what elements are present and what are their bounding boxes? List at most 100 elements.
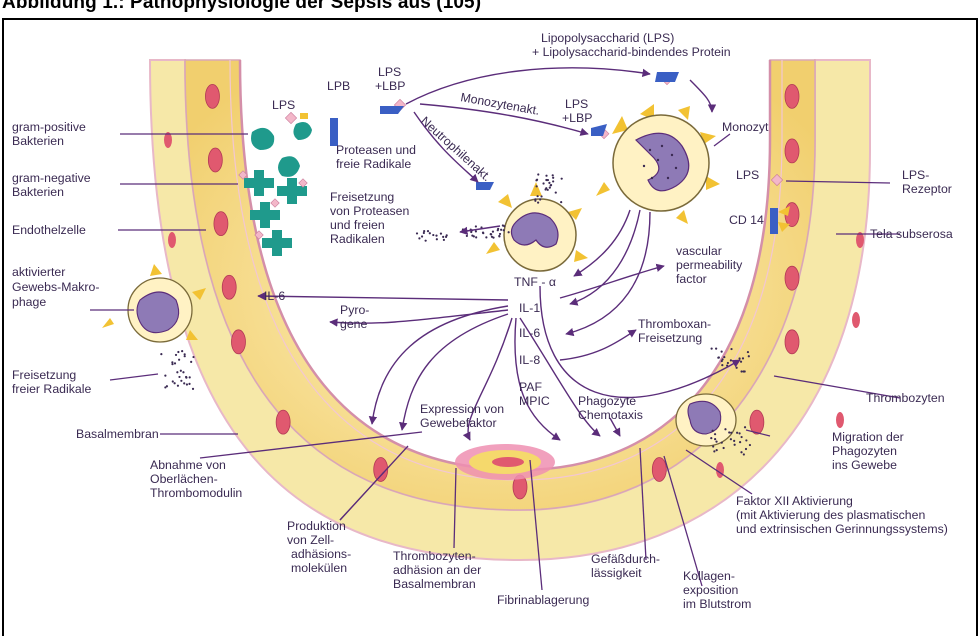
dot bbox=[545, 175, 547, 177]
dot bbox=[475, 225, 477, 227]
gefaess-label-1: Gefäßdurch- bbox=[591, 552, 660, 566]
dot bbox=[503, 225, 505, 227]
dot bbox=[473, 235, 475, 237]
dot bbox=[552, 174, 554, 176]
dot bbox=[499, 233, 501, 235]
vascular-label-3: factor bbox=[676, 272, 707, 286]
lps-lbp-top-label-1: Lipopolysaccharid (LPS) bbox=[541, 31, 674, 45]
dot bbox=[171, 361, 173, 363]
dot bbox=[546, 179, 548, 181]
dot bbox=[435, 235, 437, 237]
dot bbox=[183, 382, 185, 384]
lps-lbp-mono-label-1: LPS bbox=[565, 97, 588, 111]
zelladhaesion-label-4: molekülen bbox=[291, 561, 347, 575]
dot bbox=[736, 432, 738, 434]
tela-nucleus bbox=[168, 232, 176, 248]
paf-label: PAF bbox=[519, 380, 542, 394]
dot bbox=[160, 353, 162, 355]
dot bbox=[747, 351, 749, 353]
dot bbox=[738, 357, 740, 359]
freisetzung-label-2: freier Radikale bbox=[12, 382, 91, 396]
dot bbox=[492, 231, 494, 233]
lps-lbp-mono-label-2: +LBP bbox=[562, 111, 592, 125]
dot bbox=[192, 356, 194, 358]
tela-label: Tela subserosa bbox=[870, 227, 953, 241]
dot bbox=[475, 230, 477, 232]
thromboxan-label-1: Thromboxan- bbox=[638, 317, 711, 331]
platelet-aggregate bbox=[455, 444, 555, 480]
dot bbox=[432, 234, 434, 236]
migrating-phagocyte bbox=[676, 394, 736, 446]
dot bbox=[560, 201, 562, 203]
migration-label-2: Phagozyten bbox=[832, 444, 897, 458]
dot bbox=[715, 441, 717, 443]
tela-nucleus bbox=[852, 312, 860, 328]
dot bbox=[485, 236, 487, 238]
dot bbox=[184, 355, 186, 357]
dot bbox=[503, 229, 505, 231]
dot bbox=[186, 383, 188, 385]
migration-label-3: ins Gewebe bbox=[832, 458, 897, 472]
dot bbox=[177, 385, 179, 387]
kollagen-label-3: im Blutstrom bbox=[683, 597, 751, 611]
dot bbox=[713, 450, 715, 452]
dot bbox=[429, 232, 431, 234]
cell-nucleus bbox=[785, 84, 799, 108]
dot bbox=[500, 229, 502, 231]
faktor12-label-2: (mit Aktivierung des plasmatischen bbox=[736, 508, 925, 522]
dot bbox=[724, 428, 726, 430]
makrophage-label-1: aktivierter bbox=[12, 265, 65, 279]
dot bbox=[742, 357, 744, 359]
lps-right-label: LPS bbox=[736, 168, 759, 182]
dot bbox=[174, 362, 176, 364]
dot bbox=[416, 232, 418, 234]
vascular-label-1: vascular bbox=[676, 244, 722, 258]
thromboxan-label-2: Freisetzung bbox=[638, 331, 702, 345]
dot bbox=[498, 235, 500, 237]
dot bbox=[740, 361, 742, 363]
dot bbox=[710, 437, 712, 439]
dot bbox=[549, 187, 551, 189]
monozyt-label: Monozyt bbox=[722, 120, 769, 134]
dot bbox=[740, 436, 742, 438]
cell-nucleus bbox=[750, 410, 764, 434]
dot bbox=[175, 354, 177, 356]
makrophage-label-2: Gewebs-Makro- bbox=[12, 280, 99, 294]
cell-nucleus bbox=[785, 330, 799, 354]
thrombozytenadhaesion-label-3: Basalmembran bbox=[393, 577, 476, 591]
cell-nucleus bbox=[785, 266, 799, 290]
lps-lbp-mid-label-1: LPS bbox=[378, 65, 401, 79]
dot bbox=[427, 230, 429, 232]
dot bbox=[736, 367, 738, 369]
dot bbox=[552, 180, 554, 182]
dot bbox=[174, 382, 176, 384]
dot bbox=[446, 234, 448, 236]
dot bbox=[738, 432, 740, 434]
thrombozytenadhaesion-label-2: adhäsion an der bbox=[393, 563, 481, 577]
dot bbox=[190, 361, 192, 363]
dot bbox=[542, 182, 544, 184]
gram-positive-bacteria bbox=[251, 113, 312, 177]
kollagen-label-2: exposition bbox=[683, 583, 739, 597]
zelladhaesion-label-3: adhäsions- bbox=[291, 547, 351, 561]
dot bbox=[180, 370, 182, 372]
monocyte-cell bbox=[596, 104, 720, 224]
dot bbox=[733, 440, 735, 442]
dot bbox=[178, 359, 180, 361]
freisetzung-proteasen-label-2: von Proteasen bbox=[330, 204, 409, 218]
vascular-label-2: permeability bbox=[676, 258, 743, 272]
cell-nucleus bbox=[205, 84, 219, 108]
lps-rezeptor-label-2: Rezeptor bbox=[902, 182, 952, 196]
freisetzung-proteasen-label-4: Radikalen bbox=[330, 232, 385, 246]
dot bbox=[182, 371, 184, 373]
dot bbox=[440, 233, 442, 235]
dot bbox=[730, 359, 732, 361]
neutrophilenakt-label: Neutrophilenakt. bbox=[418, 114, 494, 184]
dot bbox=[721, 364, 723, 366]
cell-nucleus bbox=[231, 330, 245, 354]
dot bbox=[745, 448, 747, 450]
thrombozytenadhaesion-label-1: Thrombozyten- bbox=[393, 549, 476, 563]
tela-nucleus bbox=[836, 412, 844, 428]
dot bbox=[555, 191, 557, 193]
